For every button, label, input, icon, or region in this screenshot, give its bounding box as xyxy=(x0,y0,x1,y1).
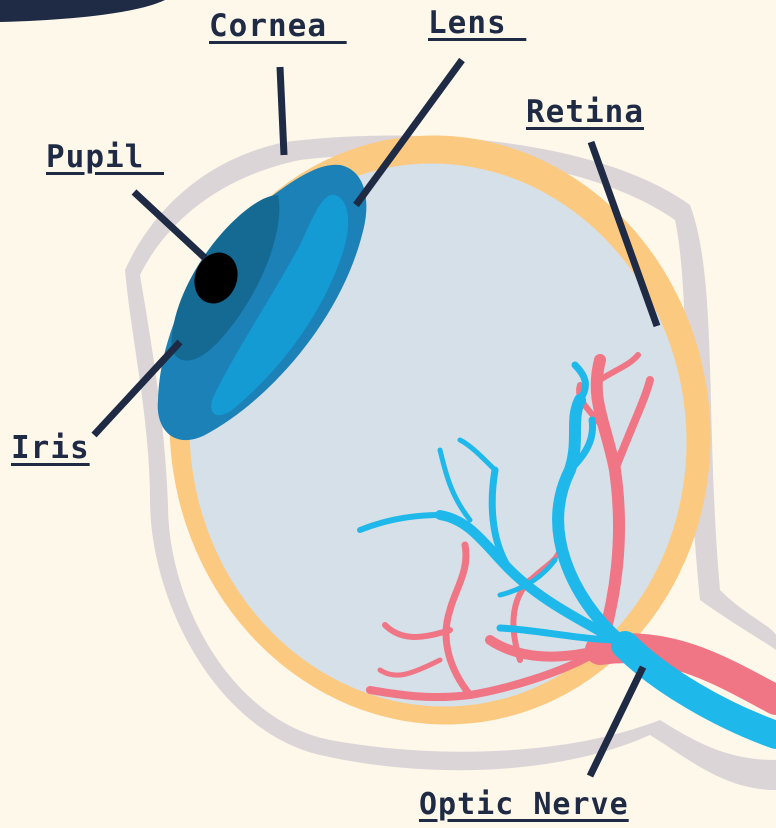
optic-nerve-label: Optic Nerve xyxy=(419,790,629,820)
corner-decoration xyxy=(0,0,165,22)
cornea-label: Cornea xyxy=(209,11,347,42)
lens-label: Lens xyxy=(428,8,526,39)
retina-label: Retina xyxy=(526,97,644,128)
cornea-leader-line xyxy=(280,67,284,155)
pupil-label: Pupil xyxy=(46,142,164,173)
iris-label: Iris xyxy=(11,433,90,464)
